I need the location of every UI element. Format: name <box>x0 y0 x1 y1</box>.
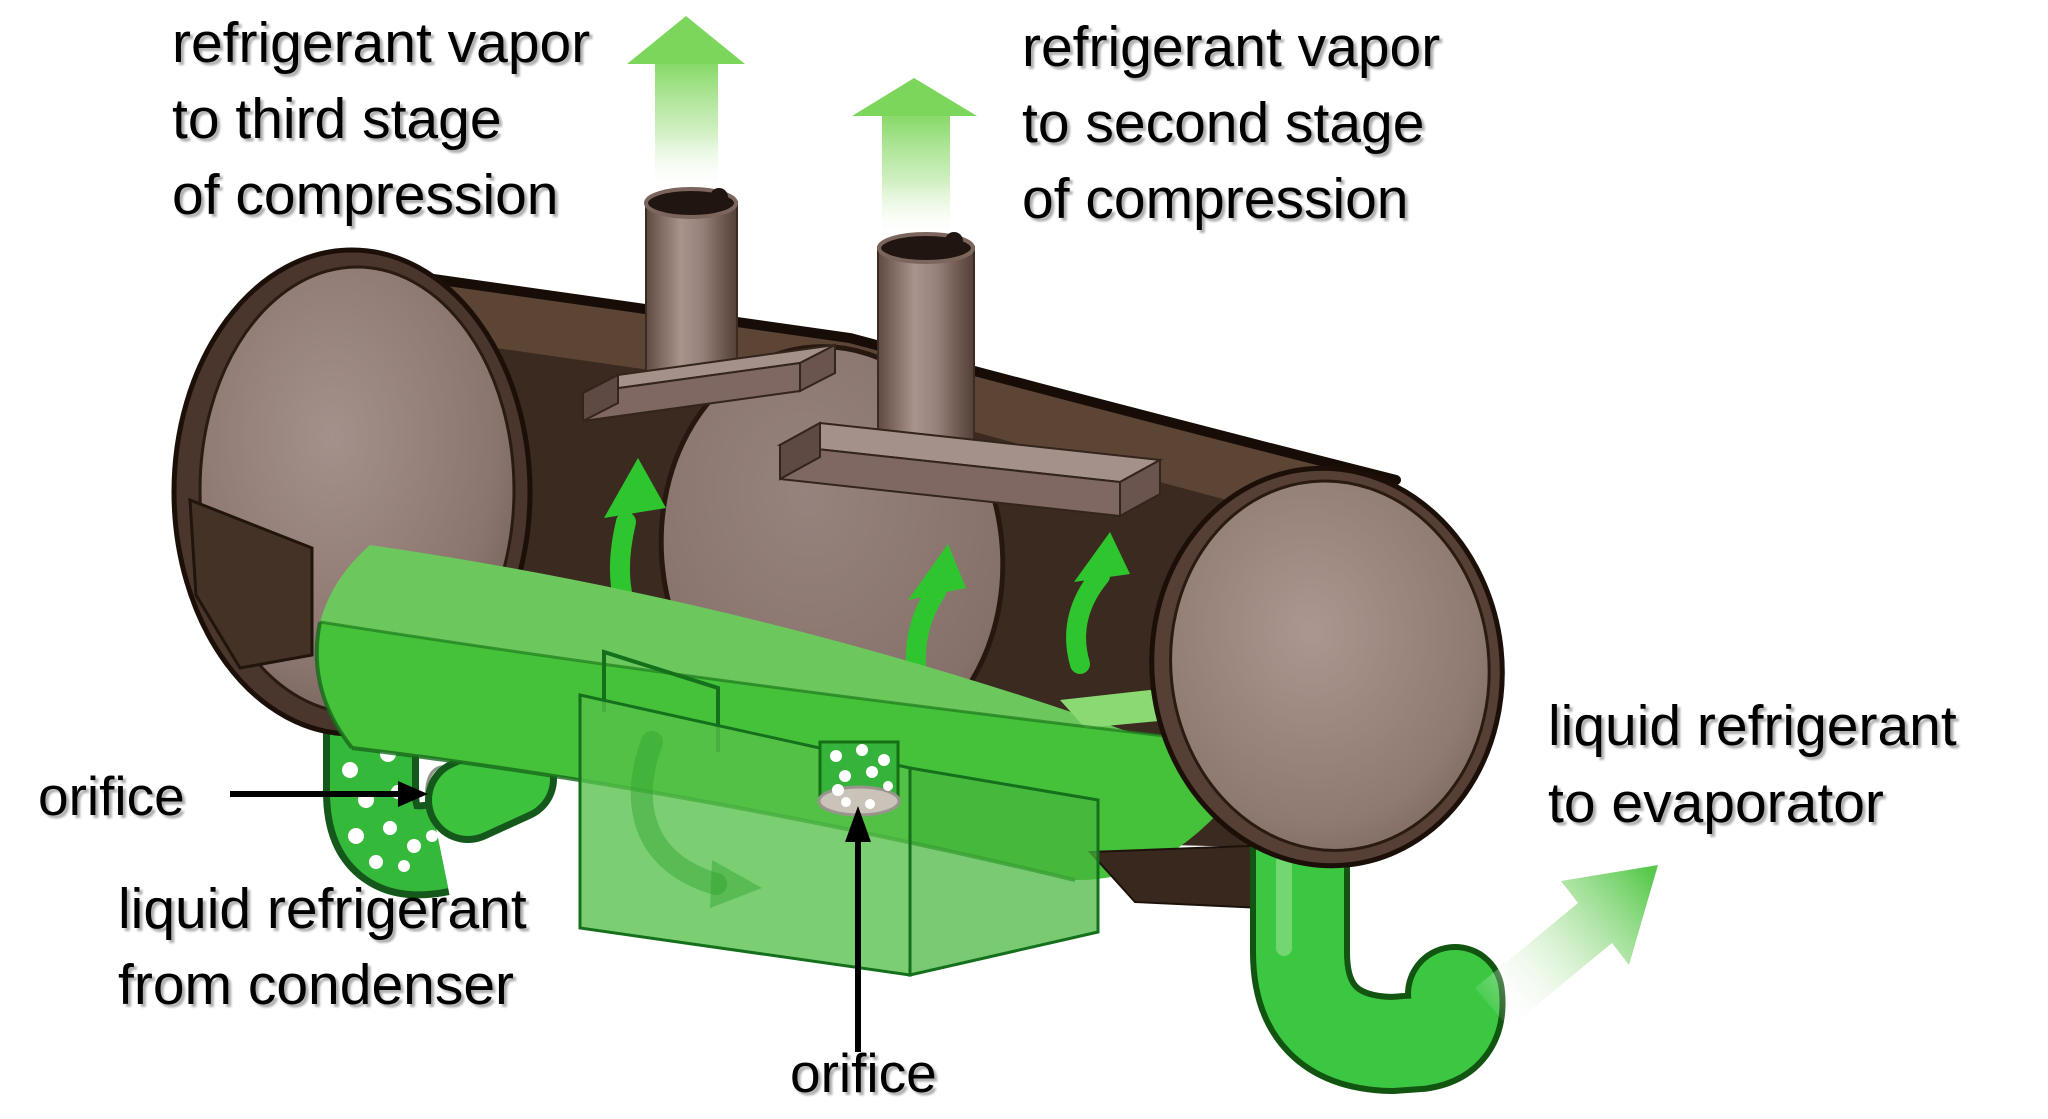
liquid-left-edge <box>314 621 354 750</box>
flow-arrow-right-head <box>1074 532 1130 582</box>
shell-top-outline <box>337 261 1401 485</box>
label-vapor-second-line1: refrigerant vapor <box>1022 15 1440 79</box>
evaporator-arrow-icon <box>1475 865 1658 1028</box>
flow-arrow-middle-head <box>908 544 966 600</box>
label-vapor-second-line2: to second stage <box>1022 91 1424 155</box>
inlet-elbow-pipe <box>323 650 557 899</box>
liquid-surface-edge <box>319 620 1216 744</box>
inlet-stub-body <box>432 743 550 836</box>
pointer-arrows <box>230 781 871 1052</box>
vapor-riser-third-stage <box>644 187 738 379</box>
shell-top-band <box>348 268 1392 544</box>
vapor-arrow-head <box>627 16 745 64</box>
tray-swirl-arrow-head <box>710 860 762 908</box>
riser-pipe-2 <box>877 246 975 456</box>
flow-arrow-right-icon <box>1066 566 1110 674</box>
tray-right-face <box>908 766 1100 977</box>
vapor-up-arrow-second-stage-icon <box>852 78 977 236</box>
center-orifice-cup <box>817 740 901 817</box>
vapor-up-arrow-third-stage-icon <box>627 16 745 190</box>
vapor-arrow-shaft <box>655 60 718 190</box>
orifice-cup-dots <box>830 744 893 809</box>
baffle-plate-2 <box>776 421 1164 518</box>
baffle-plate-1 <box>582 343 836 423</box>
label-from-condenser-line1: liquid refrigerant <box>118 877 527 941</box>
outlet-j-pipe <box>1250 798 1506 1095</box>
text-labels: refrigerant vapor to third stage of comp… <box>38 11 1957 1104</box>
surface-spill-notch <box>602 649 720 752</box>
riser-pipe-1 <box>645 201 738 379</box>
riser-pipe-2-lip <box>945 232 963 250</box>
label-to-evaporator-line1: liquid refrigerant <box>1548 694 1957 758</box>
left-cap-cutaway-notch <box>188 497 314 670</box>
flow-arrow-left-head <box>604 458 666 518</box>
orifice-left-pointer-head <box>398 781 428 807</box>
label-orifice-left: orifice <box>38 765 185 827</box>
right-cap-face <box>1169 479 1491 852</box>
label-orifice-center: orifice <box>790 1042 937 1104</box>
label-from-condenser-line2: from condenser <box>118 953 514 1017</box>
riser-pipe-1-lip <box>710 188 728 206</box>
vessel-right-end-cap <box>1149 465 1505 869</box>
tray-swirl-arrow-icon <box>630 731 727 895</box>
vapor-arrow-shaft <box>882 112 950 236</box>
label-vapor-third-line1: refrigerant vapor <box>172 11 590 75</box>
vapor-arrow-head <box>852 78 977 116</box>
label-vapor-third-line3: of compression <box>172 163 559 227</box>
label-vapor-third-line2: to third stage <box>172 87 502 151</box>
label-vapor-second-line3: of compression <box>1022 167 1409 231</box>
vapor-riser-second-stage <box>877 232 975 456</box>
outlet-pipe-body <box>1256 804 1500 1089</box>
label-to-evaporator-line2: to evaporator <box>1548 771 1884 835</box>
orifice-center-pointer-head <box>845 806 871 842</box>
